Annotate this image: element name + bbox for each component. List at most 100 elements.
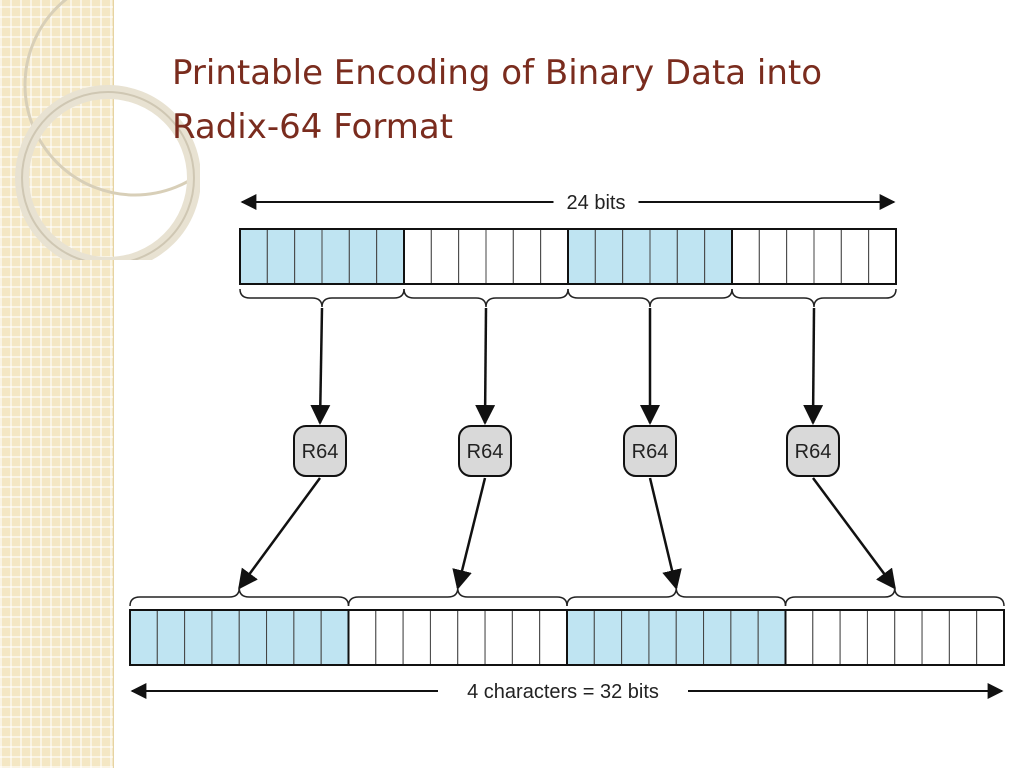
r64-node-box <box>623 425 677 477</box>
output-bit-cell <box>238 609 268 666</box>
output-bit-cell <box>785 609 814 666</box>
r64-node-box <box>786 425 840 477</box>
input-width-indicator <box>240 189 896 213</box>
r64-node: R64 <box>458 425 512 477</box>
output-bit-cell <box>621 609 650 666</box>
input-group-brace <box>567 288 733 308</box>
input-bit-cell <box>430 228 460 285</box>
input-bit-cell <box>622 228 651 285</box>
r64-node-label: R64 <box>632 441 669 463</box>
output-bit-cell <box>894 609 923 666</box>
output-bit-cell <box>976 609 1005 666</box>
input-bit-cell <box>348 228 378 285</box>
r64-node-label: R64 <box>467 441 504 463</box>
output-bit-cell <box>211 609 240 666</box>
output-bit-cell <box>511 609 541 666</box>
input-bit-cell <box>567 228 596 285</box>
r64-node-box <box>293 425 347 477</box>
output-bit-cell <box>129 609 158 666</box>
r64-node: R64 <box>786 425 840 477</box>
input-bit-cell <box>540 228 569 285</box>
input-bit-cell <box>813 228 842 285</box>
input-bit-cell <box>758 228 788 285</box>
r64-node: R64 <box>293 425 347 477</box>
output-group-brace <box>129 587 350 607</box>
input-bit-cell <box>840 228 870 285</box>
output-bit-cell <box>375 609 404 666</box>
output-bit-cell <box>348 609 377 666</box>
input-dimension-label-backing <box>553 189 639 213</box>
r64-node: R64 <box>623 425 677 477</box>
input-width-label: 24 bits <box>567 192 626 214</box>
r64-node-label: R64 <box>302 441 339 463</box>
output-bit-cell <box>948 609 978 666</box>
input-arrows <box>310 307 824 425</box>
input-to-r64-arrow <box>803 307 824 425</box>
output-bit-cell <box>839 609 868 666</box>
input-bit-cell <box>239 228 268 285</box>
r64-to-output-arrow <box>811 477 896 590</box>
output-bit-cell <box>457 609 486 666</box>
r64-to-output-arrow <box>648 477 682 590</box>
output-bit-cell <box>648 609 677 666</box>
input-bit-cell <box>294 228 323 285</box>
output-bit-cell <box>812 609 841 666</box>
output-arrows <box>238 477 896 590</box>
input-bit-cell <box>266 228 296 285</box>
output-bit-cell <box>703 609 732 666</box>
output-bit-cell <box>429 609 459 666</box>
input-group-braces <box>239 288 897 308</box>
slide-title-line-1: Printable Encoding of Binary Data into <box>172 53 823 93</box>
input-to-r64-arrow <box>310 307 331 425</box>
output-bit-cell <box>184 609 213 666</box>
output-bit-cell <box>593 609 623 666</box>
output-group-brace <box>566 587 787 607</box>
input-bit-cell <box>786 228 815 285</box>
input-bit-cell <box>403 228 432 285</box>
output-bit-cell <box>866 609 896 666</box>
input-bit-cell <box>649 228 678 285</box>
input-bit-cell <box>676 228 706 285</box>
output-bit-register <box>129 609 1005 666</box>
input-bit-cell <box>512 228 542 285</box>
input-group-brace <box>403 288 569 308</box>
output-bit-cell <box>484 609 513 666</box>
output-bit-cell <box>402 609 431 666</box>
r64-to-output-arrow <box>452 477 487 590</box>
input-bit-cell <box>458 228 487 285</box>
output-bit-cell <box>293 609 322 666</box>
r64-to-output-arrow <box>238 477 322 590</box>
output-dimension-label-backing <box>438 678 688 702</box>
output-bit-cell <box>566 609 595 666</box>
input-group-brace <box>731 288 897 308</box>
output-bit-cell <box>757 609 786 666</box>
input-bit-cell <box>868 228 897 285</box>
output-bit-cell <box>156 609 186 666</box>
input-bit-cell <box>594 228 624 285</box>
output-register-outline <box>129 609 1005 666</box>
input-bit-cell <box>731 228 760 285</box>
r64-nodes: R64 R64 R64 R64 <box>293 425 840 477</box>
input-bit-cell <box>321 228 350 285</box>
output-bit-cell <box>320 609 349 666</box>
r64-node-box <box>458 425 512 477</box>
output-width-indicator <box>130 678 1004 702</box>
slide-title-line-2: Radix-64 Format <box>172 107 454 147</box>
input-bit-cell <box>376 228 405 285</box>
input-to-r64-arrow <box>475 307 496 425</box>
input-group-brace <box>239 288 405 308</box>
output-group-brace <box>347 587 568 607</box>
output-bit-cell <box>266 609 295 666</box>
output-group-braces <box>129 587 1005 607</box>
output-width-label: 4 characters = 32 bits <box>467 681 659 703</box>
slide-title: Printable Encoding of Binary Data into R… <box>172 46 972 154</box>
input-register-outline <box>239 228 897 285</box>
input-bit-cell <box>485 228 514 285</box>
output-bit-cell <box>921 609 950 666</box>
input-bit-cell <box>704 228 733 285</box>
r64-node-label: R64 <box>795 441 832 463</box>
output-group-brace <box>784 587 1005 607</box>
input-bit-register <box>239 228 897 285</box>
